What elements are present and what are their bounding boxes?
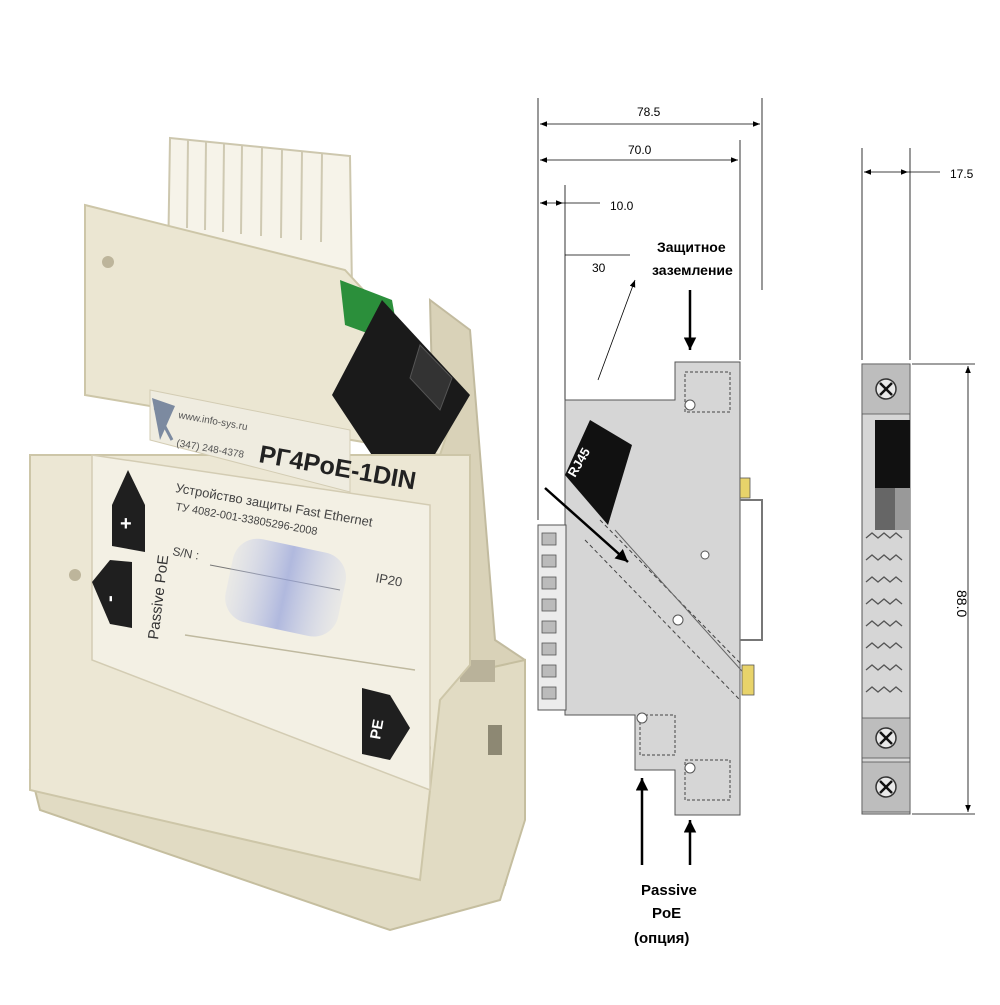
dim-inner: 70.0 <box>628 143 652 157</box>
minus-arrow-icon: - <box>92 560 132 628</box>
plus-arrow-icon: + <box>112 470 145 552</box>
poe-label-1: Passive <box>641 882 697 899</box>
pe-label: PE <box>367 718 387 741</box>
front-rj45 <box>875 420 910 488</box>
dim-total: 78.5 <box>637 105 661 119</box>
plus-sign: + <box>120 513 132 535</box>
dim-width: 17.5 <box>950 167 974 181</box>
front-view-drawing: 17.5 88.0 <box>861 148 975 815</box>
ground-label-1: Защитное <box>657 239 726 255</box>
ground-label-2: заземление <box>652 262 733 278</box>
dim-offset: 10.0 <box>610 199 634 213</box>
logo-icon <box>152 398 175 441</box>
front-wire-slots <box>865 532 903 693</box>
screw-icon <box>875 727 897 749</box>
poe-label-2: PoE <box>652 905 681 922</box>
blurred-serial <box>225 538 347 637</box>
poe-label-3: (опция) <box>634 930 689 947</box>
device-photo: www.info-sys.ru (347) 248-4378 РГ4PoE-1D… <box>28 136 526 932</box>
dim-angle: 30 <box>592 261 606 275</box>
rj45-port <box>332 300 470 505</box>
screw-icon <box>875 378 897 400</box>
minus-sign: - <box>99 595 121 602</box>
dim-height: 88.0 <box>954 590 970 617</box>
screw-icon <box>875 776 897 798</box>
dim-line-angle <box>597 279 636 381</box>
protection-class: IP20 <box>374 570 403 589</box>
side-view-drawing: 78.5 70.0 10.0 30 Защитное заземление RJ… <box>537 98 763 947</box>
label-divider <box>184 634 416 671</box>
insert-arrow <box>544 487 629 563</box>
side-terminal-block <box>537 524 567 711</box>
serial-label: S/N : <box>171 544 200 562</box>
rj45-block <box>565 420 632 525</box>
pe-arrow-icon: PE <box>362 688 410 760</box>
